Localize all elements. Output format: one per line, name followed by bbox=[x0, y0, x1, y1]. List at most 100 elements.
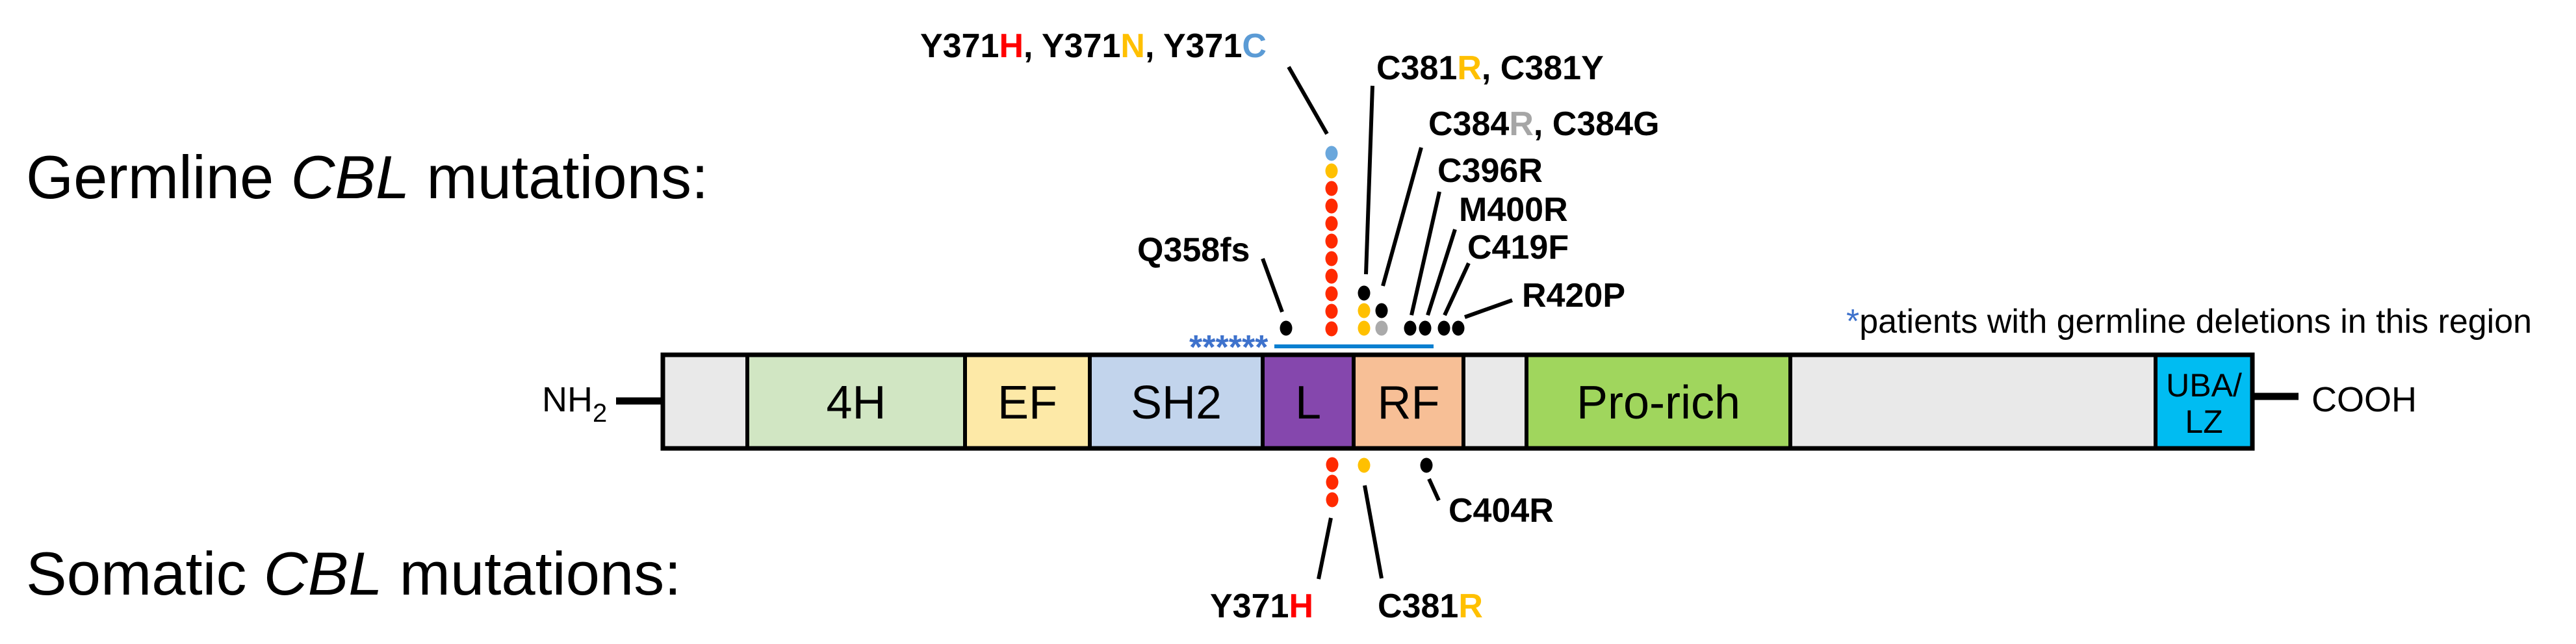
n-terminus-text: NH bbox=[542, 380, 593, 419]
somatic-mutation-dot bbox=[1326, 457, 1339, 472]
germline-leader-line bbox=[1443, 262, 1471, 316]
germline-mutation-dot bbox=[1325, 181, 1338, 196]
germline-leader-line bbox=[1463, 298, 1513, 319]
germline-mutation-c384: C384R, C384G bbox=[1375, 105, 1660, 336]
germline-mutation-m400: M400R bbox=[1419, 191, 1568, 336]
deletion-asterisks: ****** bbox=[1189, 329, 1269, 367]
somatic-mutation-dot bbox=[1358, 457, 1371, 473]
germline-mutation-dot bbox=[1325, 303, 1338, 319]
domain-label-l: L bbox=[1295, 377, 1321, 429]
mutation-label-part: H bbox=[1289, 587, 1313, 625]
germline-mutation-label: C384R, C384G bbox=[1428, 105, 1660, 143]
domain-pro-rich bbox=[1526, 355, 1790, 448]
mutation-label-part: , C384G bbox=[1534, 105, 1660, 143]
germline-mutation-dot bbox=[1404, 320, 1417, 336]
germline-mutation-dot bbox=[1325, 251, 1338, 266]
germline-mutation-c396: C396R bbox=[1404, 152, 1543, 336]
mutation-label-part: , C381Y bbox=[1482, 49, 1604, 87]
germline-mutation-dot bbox=[1358, 320, 1371, 336]
somatic-mutation-y371: Y371H bbox=[1210, 457, 1339, 625]
somatic-mutation-c381: C381R bbox=[1358, 457, 1483, 625]
n-terminus-label: NH2 bbox=[542, 380, 607, 428]
germline-mutation-label: C419F bbox=[1467, 229, 1569, 266]
deletion-footnote: *patients with germline deletions in thi… bbox=[1846, 303, 2532, 341]
mutation-label-part: C419F bbox=[1467, 229, 1569, 266]
germline-mutation-c381: C381R, C381Y bbox=[1358, 49, 1604, 336]
germline-mutation-dot bbox=[1325, 268, 1338, 284]
germline-mutation-dot bbox=[1325, 163, 1338, 179]
somatic-mutation-dot bbox=[1420, 457, 1433, 473]
germline-mutation-q358: Q358fs bbox=[1137, 231, 1293, 336]
somatic-label-gene: CBL bbox=[264, 539, 383, 608]
mutation-label-part: C381 bbox=[1376, 49, 1457, 87]
protein-bar-outline bbox=[660, 352, 2255, 451]
mutation-label-part: R bbox=[1509, 105, 1534, 143]
mutation-label-part: N bbox=[1120, 27, 1145, 65]
mutation-label-part: C bbox=[1242, 27, 1267, 65]
germline-label-gene: CBL bbox=[290, 143, 409, 211]
mutation-label-part: , Y371 bbox=[1024, 27, 1120, 65]
germline-mutation-label: Y371H, Y371N, Y371C bbox=[920, 27, 1267, 65]
domain-l bbox=[1263, 355, 1354, 448]
germline-mutation-label: Q358fs bbox=[1137, 231, 1250, 269]
germline-leader-line bbox=[1381, 147, 1423, 287]
germline-mutation-c419: C419F bbox=[1437, 229, 1569, 336]
mutation-label-part: Y371 bbox=[1210, 587, 1289, 625]
germline-mutation-dot bbox=[1358, 285, 1371, 301]
germline-mutation-dot bbox=[1325, 233, 1338, 249]
germline-mutation-label: C396R bbox=[1437, 152, 1543, 190]
somatic-mutation-label: C404R bbox=[1449, 492, 1554, 530]
germline-mutation-label: C381R, C381Y bbox=[1376, 49, 1604, 87]
somatic-mutation-label: Y371H bbox=[1210, 587, 1313, 625]
somatic-mutation-dot bbox=[1326, 474, 1339, 490]
germline-mutation-dot bbox=[1325, 146, 1338, 161]
mutation-label-part: , Y371 bbox=[1145, 27, 1242, 65]
domain-linker-mid bbox=[1463, 355, 1526, 448]
germline-mutation-dot bbox=[1375, 320, 1388, 336]
somatic-mutation-dot bbox=[1326, 492, 1339, 508]
mutation-label-part: R bbox=[1457, 49, 1482, 87]
mutation-label-part: M400R bbox=[1459, 191, 1568, 229]
mutation-label-part: C396R bbox=[1437, 152, 1543, 190]
germline-mutation-dot bbox=[1437, 320, 1450, 336]
c-terminus-label: COOH bbox=[2312, 380, 2417, 419]
domain-label-ef: EF bbox=[998, 377, 1057, 429]
n-terminus-subscript: 2 bbox=[593, 399, 607, 428]
footnote-asterisk: * bbox=[1846, 303, 1859, 341]
germline-mutation-dot bbox=[1325, 216, 1338, 231]
footnote-text: patients with germline deletions in this… bbox=[1859, 303, 2532, 341]
germline-mutation-dot bbox=[1280, 320, 1293, 336]
mutation-label-part: C384 bbox=[1428, 105, 1509, 143]
germline-leader-line bbox=[1426, 229, 1457, 316]
germline-label-suffix: mutations: bbox=[409, 143, 708, 211]
domain-label-rf: RF bbox=[1378, 377, 1440, 429]
domain-label-sh2: SH2 bbox=[1131, 377, 1222, 429]
domain-rf bbox=[1354, 355, 1463, 448]
germline-mutation-dot bbox=[1358, 303, 1371, 318]
somatic-leader-line bbox=[1363, 485, 1384, 579]
germline-mutation-label: M400R bbox=[1459, 191, 1568, 229]
mutation-label-part: H bbox=[999, 27, 1024, 65]
germline-mutation-y371: Y371H, Y371N, Y371C bbox=[920, 27, 1338, 337]
domain-sh2 bbox=[1090, 355, 1263, 448]
somatic-leader-line bbox=[1317, 517, 1333, 580]
germline-mutation-dot bbox=[1325, 286, 1338, 302]
germline-mutation-dot bbox=[1452, 320, 1465, 336]
somatic-leader-line bbox=[1427, 478, 1441, 502]
mutation-label-part: C381 bbox=[1378, 587, 1458, 625]
somatic-section-label: Somatic CBL mutations: bbox=[26, 539, 681, 608]
somatic-mutation-c404: C404R bbox=[1420, 457, 1554, 530]
domain-label-uba-lz-line2: LZ bbox=[2185, 404, 2222, 440]
somatic-label-prefix: Somatic bbox=[26, 539, 264, 608]
germline-mutation-dot bbox=[1419, 320, 1432, 336]
somatic-mutation-label: C381R bbox=[1378, 587, 1483, 625]
germline-leader-line bbox=[1410, 191, 1441, 316]
somatic-mutations: Y371H C381R C404R bbox=[1210, 457, 1554, 625]
germline-mutation-dot bbox=[1325, 198, 1338, 214]
domain-label-uba-lz-line1: UBA/ bbox=[2166, 367, 2242, 404]
domain-label-4h: 4H bbox=[826, 377, 886, 429]
germline-label-prefix: Germline bbox=[26, 143, 290, 211]
